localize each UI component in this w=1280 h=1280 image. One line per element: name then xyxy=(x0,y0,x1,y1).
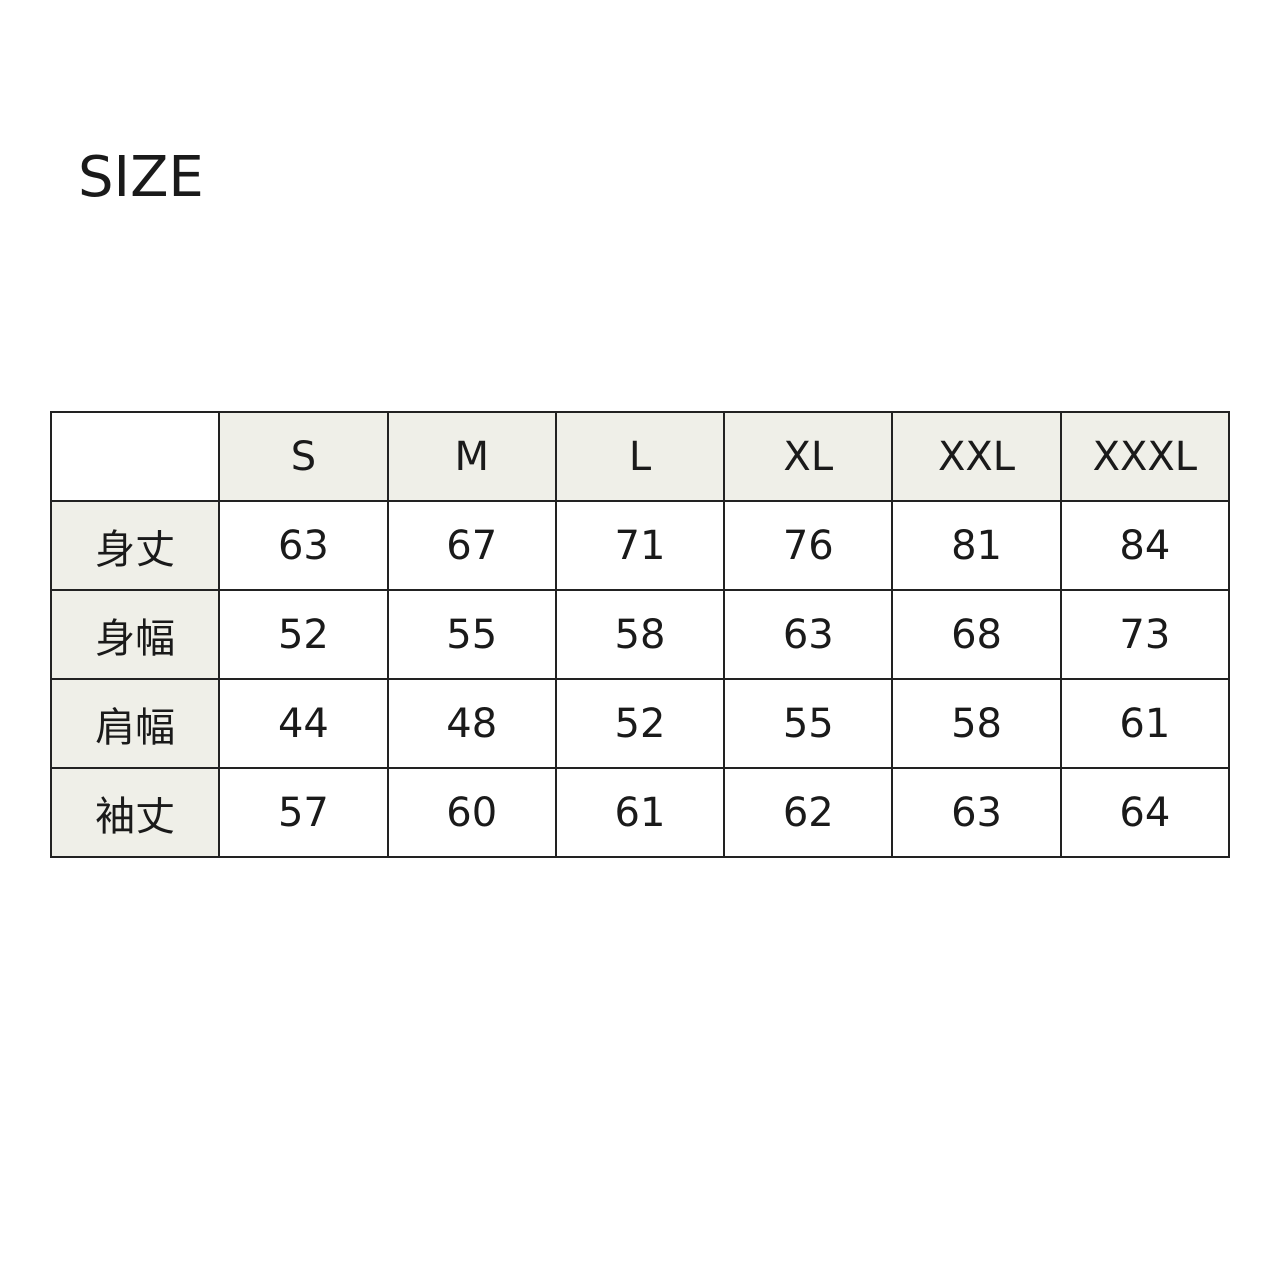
table-cell: 67 xyxy=(386,500,557,591)
table-cell: 48 xyxy=(386,678,557,769)
table-cell: 44 xyxy=(218,678,389,769)
table-cell: 58 xyxy=(891,678,1062,769)
table-cell: 63 xyxy=(218,500,389,591)
column-header-l: L xyxy=(554,411,726,502)
table-cell: 52 xyxy=(554,678,726,769)
table-cell: 61 xyxy=(554,767,726,858)
column-header-xxxl: XXXL xyxy=(1059,411,1231,502)
table-cell: 55 xyxy=(723,678,894,769)
table-cell: 62 xyxy=(723,767,894,858)
table-cell: 71 xyxy=(554,500,726,591)
table-cell: 64 xyxy=(1059,767,1231,858)
table-cell: 63 xyxy=(723,589,894,680)
table-row: 肩幅 44 48 52 55 58 61 xyxy=(49,678,1231,769)
page-title: SIZE xyxy=(78,145,204,210)
size-table: S M L XL XXL XXXL 身丈 63 67 71 76 81 84 身… xyxy=(49,411,1231,858)
row-header-sleeve-length: 袖丈 xyxy=(49,767,221,858)
table-row: 身丈 63 67 71 76 81 84 xyxy=(49,500,1231,591)
column-header-xxl: XXL xyxy=(891,411,1062,502)
table-corner-cell xyxy=(49,411,221,502)
table-cell: 57 xyxy=(218,767,389,858)
table-cell: 63 xyxy=(891,767,1062,858)
row-header-shoulder-width: 肩幅 xyxy=(49,678,221,769)
table-cell: 60 xyxy=(386,767,557,858)
table-cell: 58 xyxy=(554,589,726,680)
table-row: 袖丈 57 60 61 62 63 64 xyxy=(49,767,1231,858)
table-cell: 55 xyxy=(386,589,557,680)
table-cell: 81 xyxy=(891,500,1062,591)
table-cell: 52 xyxy=(218,589,389,680)
row-header-body-width: 身幅 xyxy=(49,589,221,680)
table-header-row: S M L XL XXL XXXL xyxy=(49,411,1231,502)
column-header-xl: XL xyxy=(723,411,894,502)
column-header-m: M xyxy=(386,411,557,502)
column-header-s: S xyxy=(218,411,389,502)
table-cell: 68 xyxy=(891,589,1062,680)
table-cell: 61 xyxy=(1059,678,1231,769)
table-cell: 76 xyxy=(723,500,894,591)
table-cell: 84 xyxy=(1059,500,1231,591)
row-header-body-length: 身丈 xyxy=(49,500,221,591)
table-row: 身幅 52 55 58 63 68 73 xyxy=(49,589,1231,680)
table-cell: 73 xyxy=(1059,589,1231,680)
